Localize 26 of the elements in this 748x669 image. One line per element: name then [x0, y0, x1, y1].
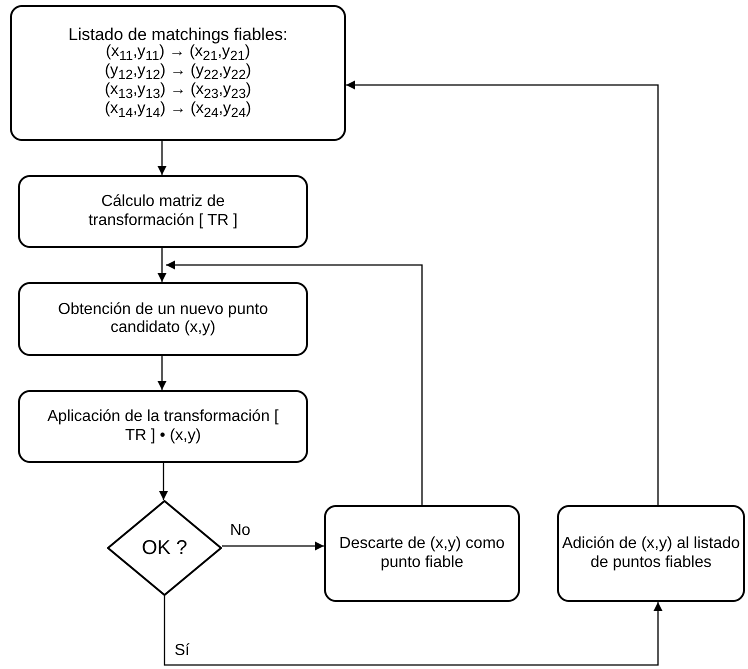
- node-label: Aplicación de la transformación [ TR ] • (x,y): [46, 408, 280, 445]
- arrow: [158, 141, 166, 175]
- process-box: [18, 390, 308, 463]
- arrow: [164, 596, 662, 666]
- process-box: [18, 175, 308, 248]
- matching-pair: (x$_{14}$,y$_{14}$) → (x$_{24}$,y$_{24}$): [104, 101, 252, 120]
- arrow: [158, 248, 166, 282]
- process-box: [557, 505, 745, 602]
- process-box: [18, 282, 308, 356]
- matching-pair: (y$_{12}$,y$_{12}$) → (y$_{22}$,y$_{22}$): [104, 62, 252, 82]
- arrow: [222, 542, 324, 550]
- arrow: [346, 80, 659, 505]
- matching-pair: (x$_{13}$,y$_{13}$) → (x$_{23}$,y$_{23}$): [104, 82, 252, 102]
- node-label: Listado de matchings fiables:: [68, 26, 288, 44]
- arrow: [166, 260, 423, 505]
- arrow: [159, 463, 168, 500]
- node-label: OK ?: [142, 536, 188, 560]
- node-label: Obtención de un nuevo punto candidato (x,y): [57, 300, 269, 338]
- arrow: [158, 356, 166, 390]
- node-label: Descarte de (x,y) como punto fiable: [338, 535, 506, 572]
- process-box: [324, 505, 520, 602]
- process-box: [10, 5, 346, 141]
- decision-diamond: [107, 500, 222, 596]
- node-label: Adición de (x,y) al listado de puntos fiables: [561, 535, 741, 572]
- node-label: Cálculo matriz de transformación [ TR ]: [87, 193, 239, 230]
- matching-pair: (x$_{11}$,y$_{11}$) → (x$_{21}$,y$_{21}$): [106, 44, 250, 63]
